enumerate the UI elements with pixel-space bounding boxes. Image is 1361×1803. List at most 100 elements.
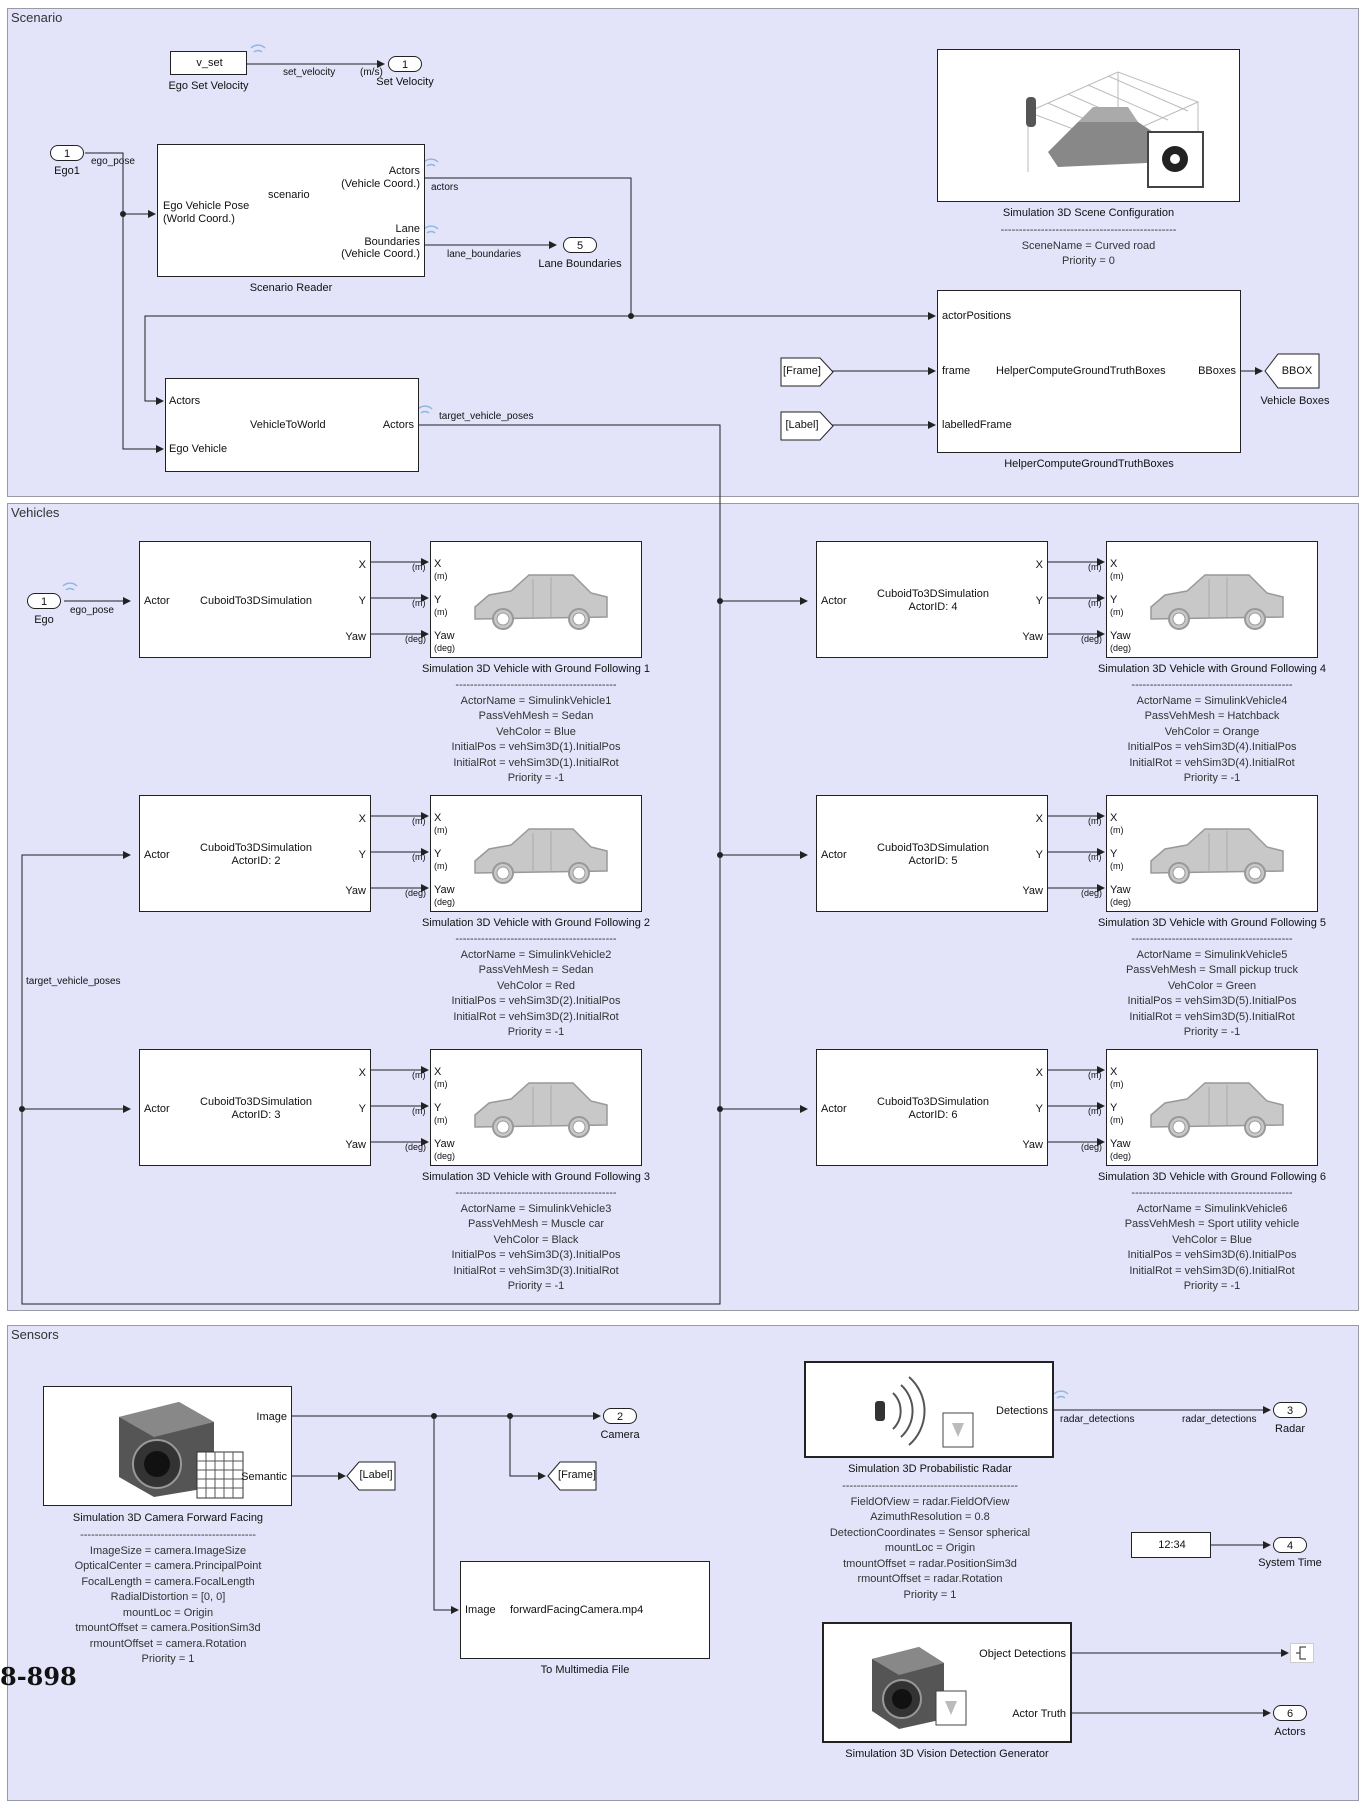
inport-ego[interactable]: 1 <box>27 593 61 609</box>
gt-in-frame: frame <box>942 365 970 378</box>
sim-in-y-unit: (m) <box>1110 861 1124 871</box>
inport-ego1[interactable]: 1 <box>50 145 84 161</box>
scenario-reader-out-lanes: Lane Boundaries (Vehicle Coord.) <box>341 223 420 261</box>
sim-vehicle-param: InitialPos = vehSim3D(4).InitialPos <box>1046 740 1361 756</box>
wire-unit-x: (m) <box>412 816 426 826</box>
from-frame-tag[interactable]: [Frame] <box>780 366 824 377</box>
scenario-reader-out-actors: Actors (Vehicle Coord.) <box>341 165 420 190</box>
cuboid-title: CuboidTo3DSimulation <box>140 1096 372 1109</box>
outport-lane-boundaries[interactable]: 5 <box>563 237 597 253</box>
cuboid-title: CuboidTo3DSimulation <box>817 842 1049 855</box>
radar-separator: ----------------------------------------… <box>770 1479 1090 1495</box>
gt-center: HelperComputeGroundTruthBoxes <box>996 365 1166 378</box>
goto-bbox-tag[interactable]: BBOX <box>1276 366 1318 377</box>
cuboid-name: CuboidTo3DSimulationActorID: 5 <box>817 842 1049 867</box>
outport-set-velocity[interactable]: 1 <box>388 56 422 72</box>
sim-vehicle-param: InitialRot = vehSim3D(6).InitialRot <box>1046 1264 1361 1280</box>
outport-camera[interactable]: 2 <box>603 1408 637 1424</box>
outport-system-time[interactable]: 4 <box>1273 1537 1307 1553</box>
sim-vehicle-param: InitialPos = vehSim3D(1).InitialPos <box>370 740 702 756</box>
ego-set-velocity-constant[interactable]: v_set <box>170 51 247 75</box>
sim-vehicle-params-4: ----------------------------------------… <box>1046 678 1361 787</box>
goto-frame-tag[interactable]: [Frame] <box>555 1470 599 1481</box>
outport-actors-label: Actors <box>1260 1726 1320 1738</box>
cuboid-title: CuboidTo3DSimulation <box>817 1096 1049 1109</box>
sim-vehicle-param: PassVehMesh = Muscle car <box>370 1217 702 1233</box>
gt-boxes-block[interactable]: actorPositions frame labelledFrame Helpe… <box>937 290 1241 453</box>
wire-label-radar-1: radar_detections <box>1060 1414 1135 1425</box>
clock-block[interactable]: 12:34 <box>1131 1532 1211 1558</box>
camera-out-semantic: Semantic <box>241 1471 287 1484</box>
wire-unit-y: (m) <box>412 598 426 608</box>
wire-image-frame <box>510 1416 545 1476</box>
camera-caption: Simulation 3D Camera Forward Facing <box>23 1512 313 1524</box>
scene-config-params: ----------------------------------------… <box>937 223 1240 270</box>
camera-param-5: mountLoc = Origin <box>13 1606 323 1622</box>
inport-ego1-label: Ego1 <box>45 165 89 177</box>
sim-vehicle-params-1: ----------------------------------------… <box>370 678 702 787</box>
cuboid-out-x: X <box>359 1067 366 1080</box>
goto-label-tag[interactable]: [Label] <box>356 1470 396 1481</box>
sim-in-y-unit: (m) <box>1110 1115 1124 1125</box>
sim-vehicle-separator: ----------------------------------------… <box>370 1186 702 1202</box>
to-multimedia-file-block[interactable]: Image forwardFacingCamera.mp4 <box>460 1561 710 1659</box>
sim-vehicle-block-4[interactable]: X(m)Y(m)Yaw(deg) <box>1106 541 1318 658</box>
sim-vehicle-block-2[interactable]: X(m)Y(m)Yaw(deg) <box>430 795 642 912</box>
sim-vehicle-param: ActorName = SimulinkVehicle4 <box>1046 694 1361 710</box>
vision-detection-block[interactable]: Object Detections Actor Truth <box>822 1622 1072 1743</box>
sim-vehicle-params-6: ----------------------------------------… <box>1046 1186 1361 1295</box>
camera-block[interactable]: Image Semantic <box>43 1386 292 1506</box>
scene-config-block[interactable] <box>937 49 1240 202</box>
wire-unit-x: (m) <box>412 562 426 572</box>
vehicle-to-world-block[interactable]: Actors Ego Vehicle VehicleToWorld Actors <box>165 378 419 472</box>
outport-actors[interactable]: 6 <box>1273 1705 1307 1721</box>
wire-unit-y: (m) <box>1088 598 1102 608</box>
sim-in-yaw: Yaw <box>434 630 455 643</box>
radar-icon <box>871 1371 981 1451</box>
wire-label-target-poses: target_vehicle_poses <box>439 411 534 422</box>
sim-in-yaw-unit: (deg) <box>1110 1151 1131 1161</box>
outport-radar[interactable]: 3 <box>1273 1402 1307 1418</box>
wire-label-lanes: lane_boundaries <box>447 249 521 260</box>
sim-vehicle-block-5[interactable]: X(m)Y(m)Yaw(deg) <box>1106 795 1318 912</box>
scenario-reader-block[interactable]: Ego Vehicle Pose (World Coord.) scenario… <box>157 144 425 277</box>
cuboid-out-y: Y <box>359 1103 366 1116</box>
sim-in-x: X <box>1110 812 1117 825</box>
sim-vehicle-block-6[interactable]: X(m)Y(m)Yaw(deg) <box>1106 1049 1318 1166</box>
sim-vehicle-param: InitialPos = vehSim3D(6).InitialPos <box>1046 1248 1361 1264</box>
sim-vehicle-params-2: ----------------------------------------… <box>370 932 702 1041</box>
wire-image-file <box>434 1416 458 1610</box>
sim-vehicle-param: InitialPos = vehSim3D(2).InitialPos <box>370 994 702 1010</box>
sim-vehicle-caption-4: Simulation 3D Vehicle with Ground Follow… <box>1046 663 1361 675</box>
radar-param-4: mountLoc = Origin <box>770 1541 1090 1557</box>
sim-in-yaw: Yaw <box>434 884 455 897</box>
radar-block[interactable]: Detections <box>804 1361 1054 1458</box>
radar-caption: Simulation 3D Probabilistic Radar <box>780 1463 1080 1475</box>
wire-label-side-target-poses: target_vehicle_poses <box>26 976 121 987</box>
sim-vehicle-caption-3: Simulation 3D Vehicle with Ground Follow… <box>370 1171 702 1183</box>
cuboid-out-x: X <box>359 559 366 572</box>
v2w-in-actors: Actors <box>169 395 200 408</box>
sim-in-y: Y <box>434 1102 441 1115</box>
cuboid-title: CuboidTo3DSimulation <box>140 842 372 855</box>
scene-config-icon <box>1008 52 1208 202</box>
cuboid-actor-id: ActorID: 4 <box>817 601 1049 614</box>
wire-label-ego-pose: ego_pose <box>70 605 114 616</box>
vision-detection-icon <box>864 1639 974 1739</box>
cuboid-out-yaw: Yaw <box>345 885 366 898</box>
scene-config-param-1: SceneName = Curved road <box>937 239 1240 255</box>
gt-out-bboxes: BBoxes <box>1198 365 1236 378</box>
sim-vehicle-block-1[interactable]: X(m)Y(m)Yaw(deg) <box>430 541 642 658</box>
sim-in-x-unit: (m) <box>434 825 448 835</box>
sim-in-x-unit: (m) <box>434 1079 448 1089</box>
wire-unit-yaw: (deg) <box>1081 1142 1102 1152</box>
sim-vehicle-block-3[interactable]: X(m)Y(m)Yaw(deg) <box>430 1049 642 1166</box>
camera-param-6: tmountOffset = camera.PositionSim3d <box>13 1621 323 1637</box>
cuboid-out-yaw: Yaw <box>1022 631 1043 644</box>
